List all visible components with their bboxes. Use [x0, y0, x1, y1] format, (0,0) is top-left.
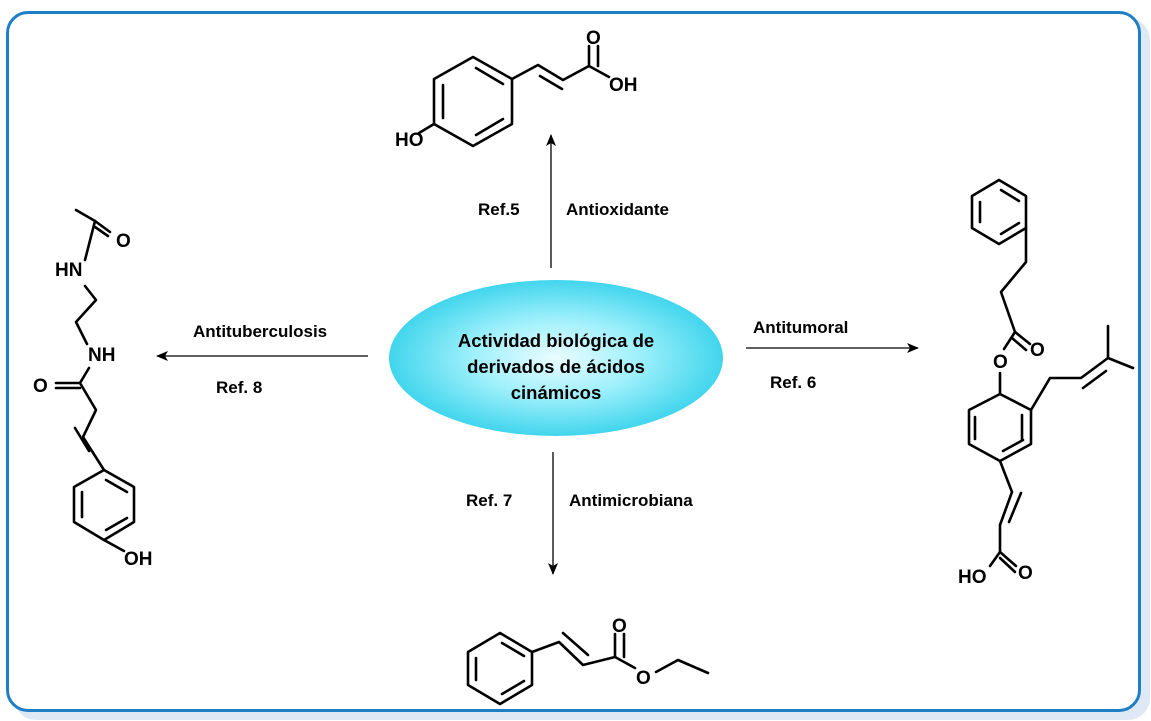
- atom-o-ester: O: [1030, 340, 1045, 361]
- bottom-activity: Antimicrobiana: [569, 491, 693, 510]
- top-activity: Antioxidante: [566, 200, 669, 219]
- molecule-top: O OH HO: [395, 28, 638, 151]
- center-line-3: cinámicos: [511, 382, 602, 403]
- atom-oh: OH: [609, 75, 638, 96]
- top-ref: Ref.5: [478, 200, 520, 219]
- atom-o-acetyl: O: [116, 231, 131, 252]
- molecule-right: O O O HO: [958, 178, 1135, 588]
- ring-bottom: [466, 631, 534, 706]
- atom-o-ether: O: [993, 352, 1008, 373]
- atom-ho-right: HO: [958, 567, 987, 588]
- atom-o-acid: O: [1018, 563, 1033, 584]
- center-line-2: derivados de ácidos: [467, 356, 645, 377]
- atom-o-carbonyl: O: [612, 616, 627, 637]
- atom-ho: HO: [395, 130, 424, 151]
- atom-o-ethoxy: O: [636, 668, 651, 689]
- molecule-bottom: O O: [466, 616, 710, 706]
- center-line-1: Actividad biológica de: [458, 330, 654, 351]
- center-ellipse: [389, 280, 723, 436]
- center-node: Actividad biológica de derivados de ácid…: [389, 280, 723, 436]
- atom-hn: HN: [55, 260, 82, 281]
- atom-o-amide: O: [33, 376, 48, 397]
- atom-oh-left: OH: [124, 549, 153, 570]
- right-activity: Antitumoral: [753, 318, 848, 337]
- left-ref: Ref. 8: [216, 378, 262, 397]
- left-activity: Antituberculosis: [193, 322, 327, 341]
- bottom-ref: Ref. 7: [466, 491, 512, 510]
- ring-right-top: [970, 178, 1028, 246]
- atom-o: O: [586, 28, 601, 49]
- ring-top: [432, 55, 514, 148]
- atom-nh: NH: [88, 345, 115, 366]
- molecule-left: O HN NH O OH: [33, 208, 153, 570]
- right-ref: Ref. 6: [770, 373, 816, 392]
